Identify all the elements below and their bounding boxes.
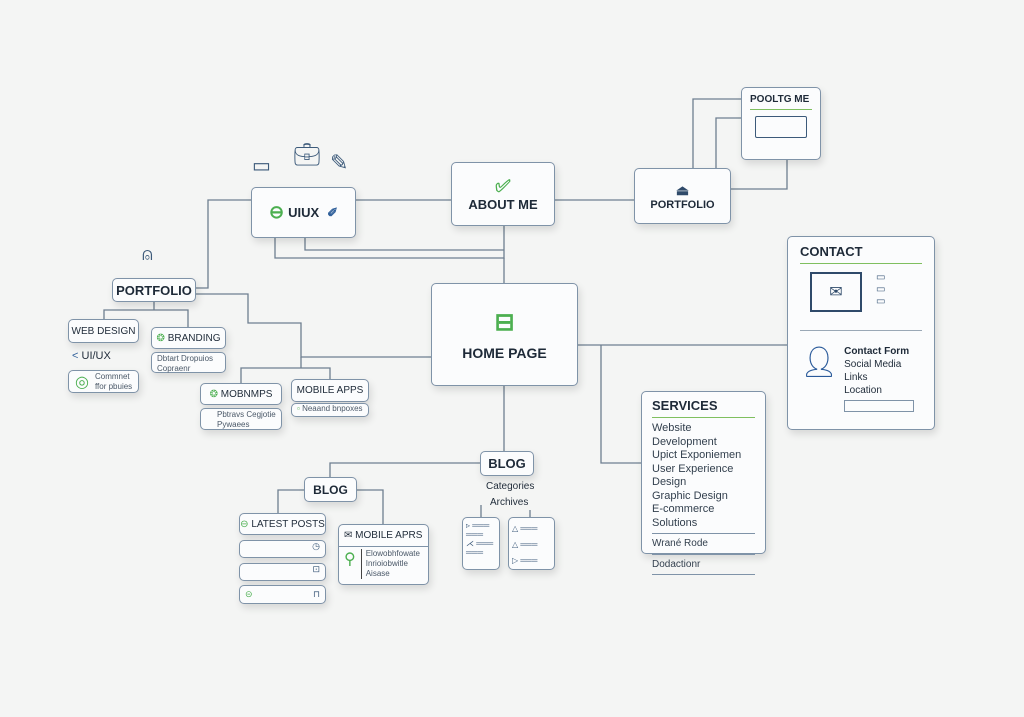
- user-badge-icon: ⍝: [142, 244, 153, 264]
- share-icon: <: [72, 350, 79, 362]
- post-row[interactable]: ◷: [239, 540, 326, 558]
- services-title: SERVICES: [652, 398, 718, 413]
- mobile-aprs-line: Elowobhfowate: [365, 549, 420, 558]
- service-item: E-commerce: [652, 503, 715, 515]
- leaf-icon: ❂: [156, 332, 168, 344]
- portfolio-top-node[interactable]: ⏏ PORTFOLIO: [634, 168, 731, 224]
- blog-right-label: BLOG: [488, 456, 526, 471]
- mobile-apps-node[interactable]: MOBILE APPS: [291, 379, 369, 402]
- services-node[interactable]: SERVICES Website Development Upict Expon…: [641, 391, 766, 575]
- service-item: User Experience Design: [652, 462, 734, 489]
- mobile-aprs-label: MOBILE APRS: [355, 530, 423, 541]
- edit-folder-icon: ✅︎: [495, 176, 511, 196]
- about-me-node[interactable]: ✅︎ ABOUT ME: [451, 162, 555, 226]
- home-page-label: HOME PAGE: [462, 345, 547, 361]
- web-design-label: WEB DESIGN: [71, 325, 136, 337]
- mobile-apps-sub: ▫ Neaand bnpoxes: [291, 403, 369, 417]
- briefcase-icon: ⊟: [494, 309, 515, 336]
- portfolio-left-label: PORTFOLIO: [116, 282, 192, 298]
- shield-icon: ⊝: [245, 589, 253, 599]
- person-profile-icon: 👤︎: [800, 346, 839, 379]
- document-icon: ▹ ══════⋌ ══════: [462, 517, 500, 570]
- post-row[interactable]: ⊡: [239, 563, 326, 581]
- pencil-icon: ✎: [330, 150, 349, 175]
- leaf-icon: ❂: [209, 388, 221, 400]
- service-item: Upict Exponiemen: [652, 449, 742, 461]
- branding-sub-line: Dbtart Dropuios: [157, 354, 214, 363]
- latest-posts-label: LATEST POSTS: [251, 518, 325, 530]
- home-page-node[interactable]: ⊟ HOME PAGE: [431, 283, 578, 386]
- clock-icon: ◷: [312, 541, 320, 551]
- contact-input[interactable]: [844, 400, 915, 412]
- chat-bubbles-icon: ▭▭▭: [876, 272, 886, 307]
- categories-link[interactable]: Categories: [486, 481, 535, 492]
- mobnmps-label: MOBNMPS: [220, 388, 273, 400]
- portfolio-left-node[interactable]: PORTFOLIO: [112, 278, 196, 302]
- uiux-small-item[interactable]: < UI/UX: [72, 350, 111, 362]
- poolt-node[interactable]: POOLTG ME: [741, 87, 821, 160]
- blog-right-node[interactable]: BLOG: [480, 451, 534, 476]
- search-icon: ⚲: [344, 551, 356, 568]
- poolt-label: POOLTG ME: [750, 94, 810, 105]
- post-row[interactable]: ⊝⊓: [239, 585, 326, 604]
- mobile-aprs-line: Aisase: [365, 569, 390, 578]
- envelope-icon: ✉: [344, 530, 356, 541]
- mobnmps-sub-line: Pbtravs Cegjotie: [217, 410, 276, 419]
- lock-icon: ⊓: [312, 589, 320, 599]
- blog-left-node[interactable]: BLOG: [304, 477, 357, 502]
- list-document-icon: △ ═══△ ═══▷ ═══: [508, 517, 555, 570]
- briefcase-icon: 💼︎: [293, 142, 321, 167]
- uiux-label: UIUX: [288, 205, 320, 220]
- branding-node[interactable]: ❂ BRANDING: [151, 327, 226, 349]
- uiux-node[interactable]: ⊖ UIUX ✐: [251, 187, 356, 238]
- branding-label: BRANDING: [167, 332, 221, 344]
- portfolio-top-label: PORTFOLIO: [650, 198, 715, 211]
- contact-node[interactable]: CONTACT ✉ ▭▭▭ 👤︎ Contact Form Social Med…: [787, 236, 935, 430]
- browser-window-icon: [755, 116, 807, 138]
- branding-sub-line: Copraenr: [157, 364, 191, 373]
- about-me-label: ABOUT ME: [468, 197, 538, 212]
- contact-form-link[interactable]: Contact Form: [844, 346, 910, 357]
- mobnmps-node[interactable]: ❂ MOBNMPS: [200, 383, 282, 405]
- archives-link[interactable]: Archives: [490, 497, 529, 508]
- latest-posts-node[interactable]: ⊖ LATEST POSTS: [239, 513, 326, 535]
- mobile-apps-label: MOBILE APPS: [296, 385, 364, 396]
- uiux-small-label: UI/UX: [81, 350, 111, 362]
- service-item: Solutions: [652, 516, 698, 529]
- service-item: Website Development: [652, 422, 717, 448]
- circle-minus-icon: ⊖: [268, 202, 285, 222]
- comment-line: Commnet: [94, 371, 130, 381]
- blog-left-label: BLOG: [313, 482, 348, 497]
- service-item: Graphic Design: [652, 489, 728, 502]
- social-media-links[interactable]: Social Media Links: [844, 359, 902, 383]
- circle-minus-icon: ⊖: [240, 518, 252, 530]
- service-extra: Dodactionr: [652, 553, 755, 575]
- location-link[interactable]: Location: [844, 385, 882, 396]
- mobile-aprs-line: Inrioiobwitle: [365, 559, 408, 568]
- mobile-apps-sub-label: Neaand bnpoxes: [302, 404, 363, 413]
- mobnmps-sub-line: Pywaees: [217, 420, 250, 429]
- web-design-node[interactable]: WEB DESIGN: [68, 319, 139, 343]
- envelope-monitor-icon: ✉: [810, 272, 862, 312]
- circle-icon: ◎: [75, 373, 89, 391]
- user-lock-icon: ⏏: [675, 181, 690, 198]
- contact-title: CONTACT: [800, 244, 863, 259]
- comment-line: ffor pbuies: [94, 381, 133, 391]
- service-extra: Wrané Rode: [652, 533, 755, 551]
- brush-icon: ✐: [327, 204, 339, 220]
- briefcase-icon: ⊡: [312, 564, 320, 574]
- tablet-icon: ▭: [252, 155, 271, 177]
